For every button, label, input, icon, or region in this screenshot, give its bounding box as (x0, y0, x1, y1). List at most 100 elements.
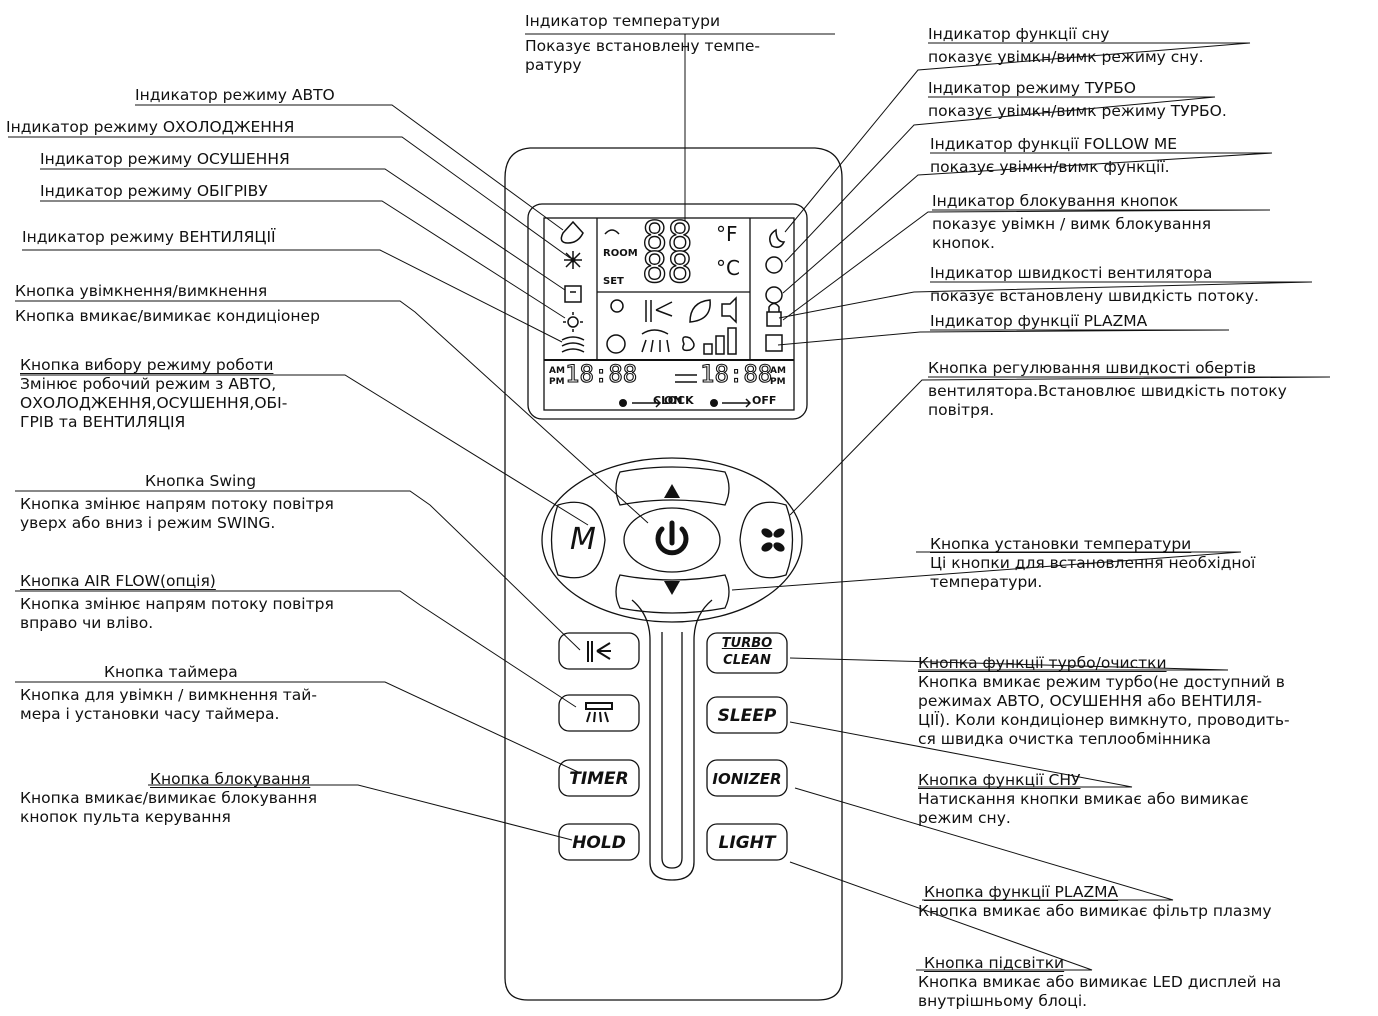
ionizer-button-label[interactable]: IONIZER (712, 770, 782, 788)
lcd-pm-right: PM (770, 377, 786, 387)
label-title: Кнопка установки температури (930, 535, 1192, 553)
lcd-clock-label: CLOCK (653, 394, 694, 407)
power-button-label: Кнопка увімкнення/вимкнення Кнопка вмика… (15, 282, 320, 326)
mode-button-label[interactable]: M (570, 522, 596, 557)
lcd-unit-c: °C (716, 256, 740, 280)
label-desc: Ці кнопки для встановлення необхідної (930, 554, 1256, 572)
sleep-button (706, 696, 788, 734)
label-desc: ГРІВ та ВЕНТИЛЯЦІЯ (20, 413, 186, 431)
lcd-room-temperature: 88 (641, 243, 693, 292)
label-desc: Кнопка вмикає або вимикає фільтр плазму (918, 902, 1272, 920)
swing-icon (587, 641, 611, 662)
label-title: Індикатор режиму ТУРБО (928, 79, 1136, 97)
power-icon (655, 520, 689, 556)
dry-indicator-label: Індикатор режиму ОСУШЕННЯ (40, 150, 290, 169)
heat-mode-icon (567, 316, 579, 328)
label-desc: показує увімкн/вимк режиму сну. (928, 48, 1204, 66)
swing-button (558, 632, 640, 670)
label-title: Індикатор блокування кнопок (932, 192, 1179, 210)
label-title: Індикатор режиму ОХОЛОДЖЕННЯ (6, 118, 295, 136)
light-button-label[interactable]: LIGHT (718, 833, 776, 853)
light-button (706, 823, 788, 861)
lcd-pm-left: PM (549, 377, 565, 387)
label-desc: уверх або вниз і режим SWING. (20, 514, 276, 532)
up-arrow-icon (664, 484, 680, 498)
label-desc: показує увімкн/вимк режиму ТУРБО. (928, 102, 1227, 120)
lcd-frame (527, 203, 808, 420)
cool-indicator-label: Індикатор режиму ОХОЛОДЖЕННЯ (6, 118, 294, 137)
plazma-indicator-label: Індикатор функції PLAZMA (930, 312, 1147, 331)
label-desc: ся швидка очистка теплообмінника (918, 730, 1212, 748)
lock-indicator-icon (766, 302, 782, 327)
label-desc: Кнопка для увімкн / вимкнення тай- (20, 686, 317, 704)
auto-mode-icon (560, 220, 584, 244)
swing-lcd-icon (645, 300, 673, 322)
follow-me-indicator-label: Індикатор функції FOLLOW ME показує увім… (930, 135, 1177, 177)
turbo-indicator-icon (765, 256, 783, 274)
clock-off-icon (710, 399, 718, 407)
label-desc: Показує встановлену темпе- (525, 37, 760, 55)
lcd-am-left: AM (549, 366, 565, 376)
label-title: Кнопка регулювання швидкості обертів (928, 359, 1256, 377)
leaf-icon (689, 299, 711, 323)
label-desc: показує увімкн / вимк блокування (932, 215, 1212, 233)
timer-button (558, 759, 640, 797)
label-title: Кнопка функції PLAZMA (924, 883, 1119, 901)
sleep-button-desc-label: Кнопка функції СНУ Натискання кнопки вми… (918, 771, 1249, 828)
label-title: Кнопка увімкнення/вимкнення (15, 282, 268, 300)
timer-button-label[interactable]: TIMER (569, 769, 629, 789)
label-title: Кнопка таймера (104, 663, 238, 681)
plazma-indicator-icon (765, 334, 783, 352)
fan-mode-icon (561, 336, 585, 353)
label-desc: повітря. (928, 401, 995, 419)
temperature-button-desc-label: Кнопка установки температури Ці кнопки д… (930, 535, 1255, 592)
label-title: Кнопка функції турбо/очистки (918, 654, 1167, 672)
label-desc: Кнопка вмикає/вимикає блокування (20, 789, 318, 807)
hold-button (558, 823, 640, 861)
label-desc: показує встановлену швидкість потоку. (930, 287, 1259, 305)
lcd-on-label: ON (664, 394, 683, 407)
bulb-icon (610, 299, 624, 313)
turbo-clean-button-desc-label: Кнопка функції турбо/очистки Кнопка вмик… (918, 654, 1290, 749)
lcd-unit-f: °F (716, 222, 738, 246)
fan-button (739, 501, 794, 579)
airflow-icon (585, 702, 613, 723)
turbo-button-label[interactable]: TURBO (721, 636, 773, 651)
clean-button-label[interactable]: CLEAN (723, 653, 771, 668)
label-title: Кнопка блокування (150, 770, 311, 788)
lcd-room-label: ROOM (603, 248, 638, 259)
nav-ring (541, 457, 803, 623)
label-title: Кнопка Swing (145, 472, 257, 490)
label-desc: кнопок. (932, 234, 995, 252)
label-desc: температури. (930, 573, 1043, 591)
dry-mode-icon (564, 285, 582, 303)
auto-indicator-label: Індикатор режиму АВТО (135, 86, 335, 105)
heat-indicator-label: Індикатор режиму ОБІГРІВУ (40, 182, 268, 201)
label-desc: Натискання кнопки вмикає або вимикає (918, 790, 1249, 808)
mode-button (550, 501, 606, 579)
plazma-button-desc-label: Кнопка функції PLAZMA Кнопка вмикає або … (918, 883, 1272, 921)
sleep-button-label[interactable]: SLEEP (717, 706, 777, 726)
power-ring (623, 507, 721, 573)
lcd-clock-left: 18:88 (564, 359, 638, 388)
remote-body (504, 147, 843, 1001)
airflow-button (558, 694, 640, 732)
label-title: Індикатор функції PLAZMA (930, 312, 1148, 330)
turbo-indicator-label: Індикатор режиму ТУРБО показує увімкн/ви… (928, 79, 1227, 121)
label-desc: режим сну. (918, 809, 1011, 827)
sleep-indicator-label: Індикатор функції сну показує увімкн/вим… (928, 25, 1204, 67)
label-desc: ЦІЇ). Коли кондиціонер вимкнуто, проводи… (918, 711, 1290, 729)
label-desc: вправо чи вліво. (20, 614, 154, 632)
down-button (615, 574, 730, 614)
label-title: Індикатор температури (525, 12, 721, 30)
label-title: Кнопка функції СНУ (918, 771, 1081, 789)
button-channel (631, 599, 713, 881)
label-title: Індикатор режиму АВТО (135, 86, 335, 104)
fan-indicator-label: Індикатор режиму ВЕНТИЛЯЦІЇ (22, 228, 276, 247)
ionizer-button (706, 759, 788, 797)
timer-button-desc-label: Кнопка таймера Кнопка для увімкн / вимкн… (20, 663, 317, 724)
hold-button-label[interactable]: HOLD (572, 833, 626, 853)
down-arrow-icon (664, 581, 680, 595)
